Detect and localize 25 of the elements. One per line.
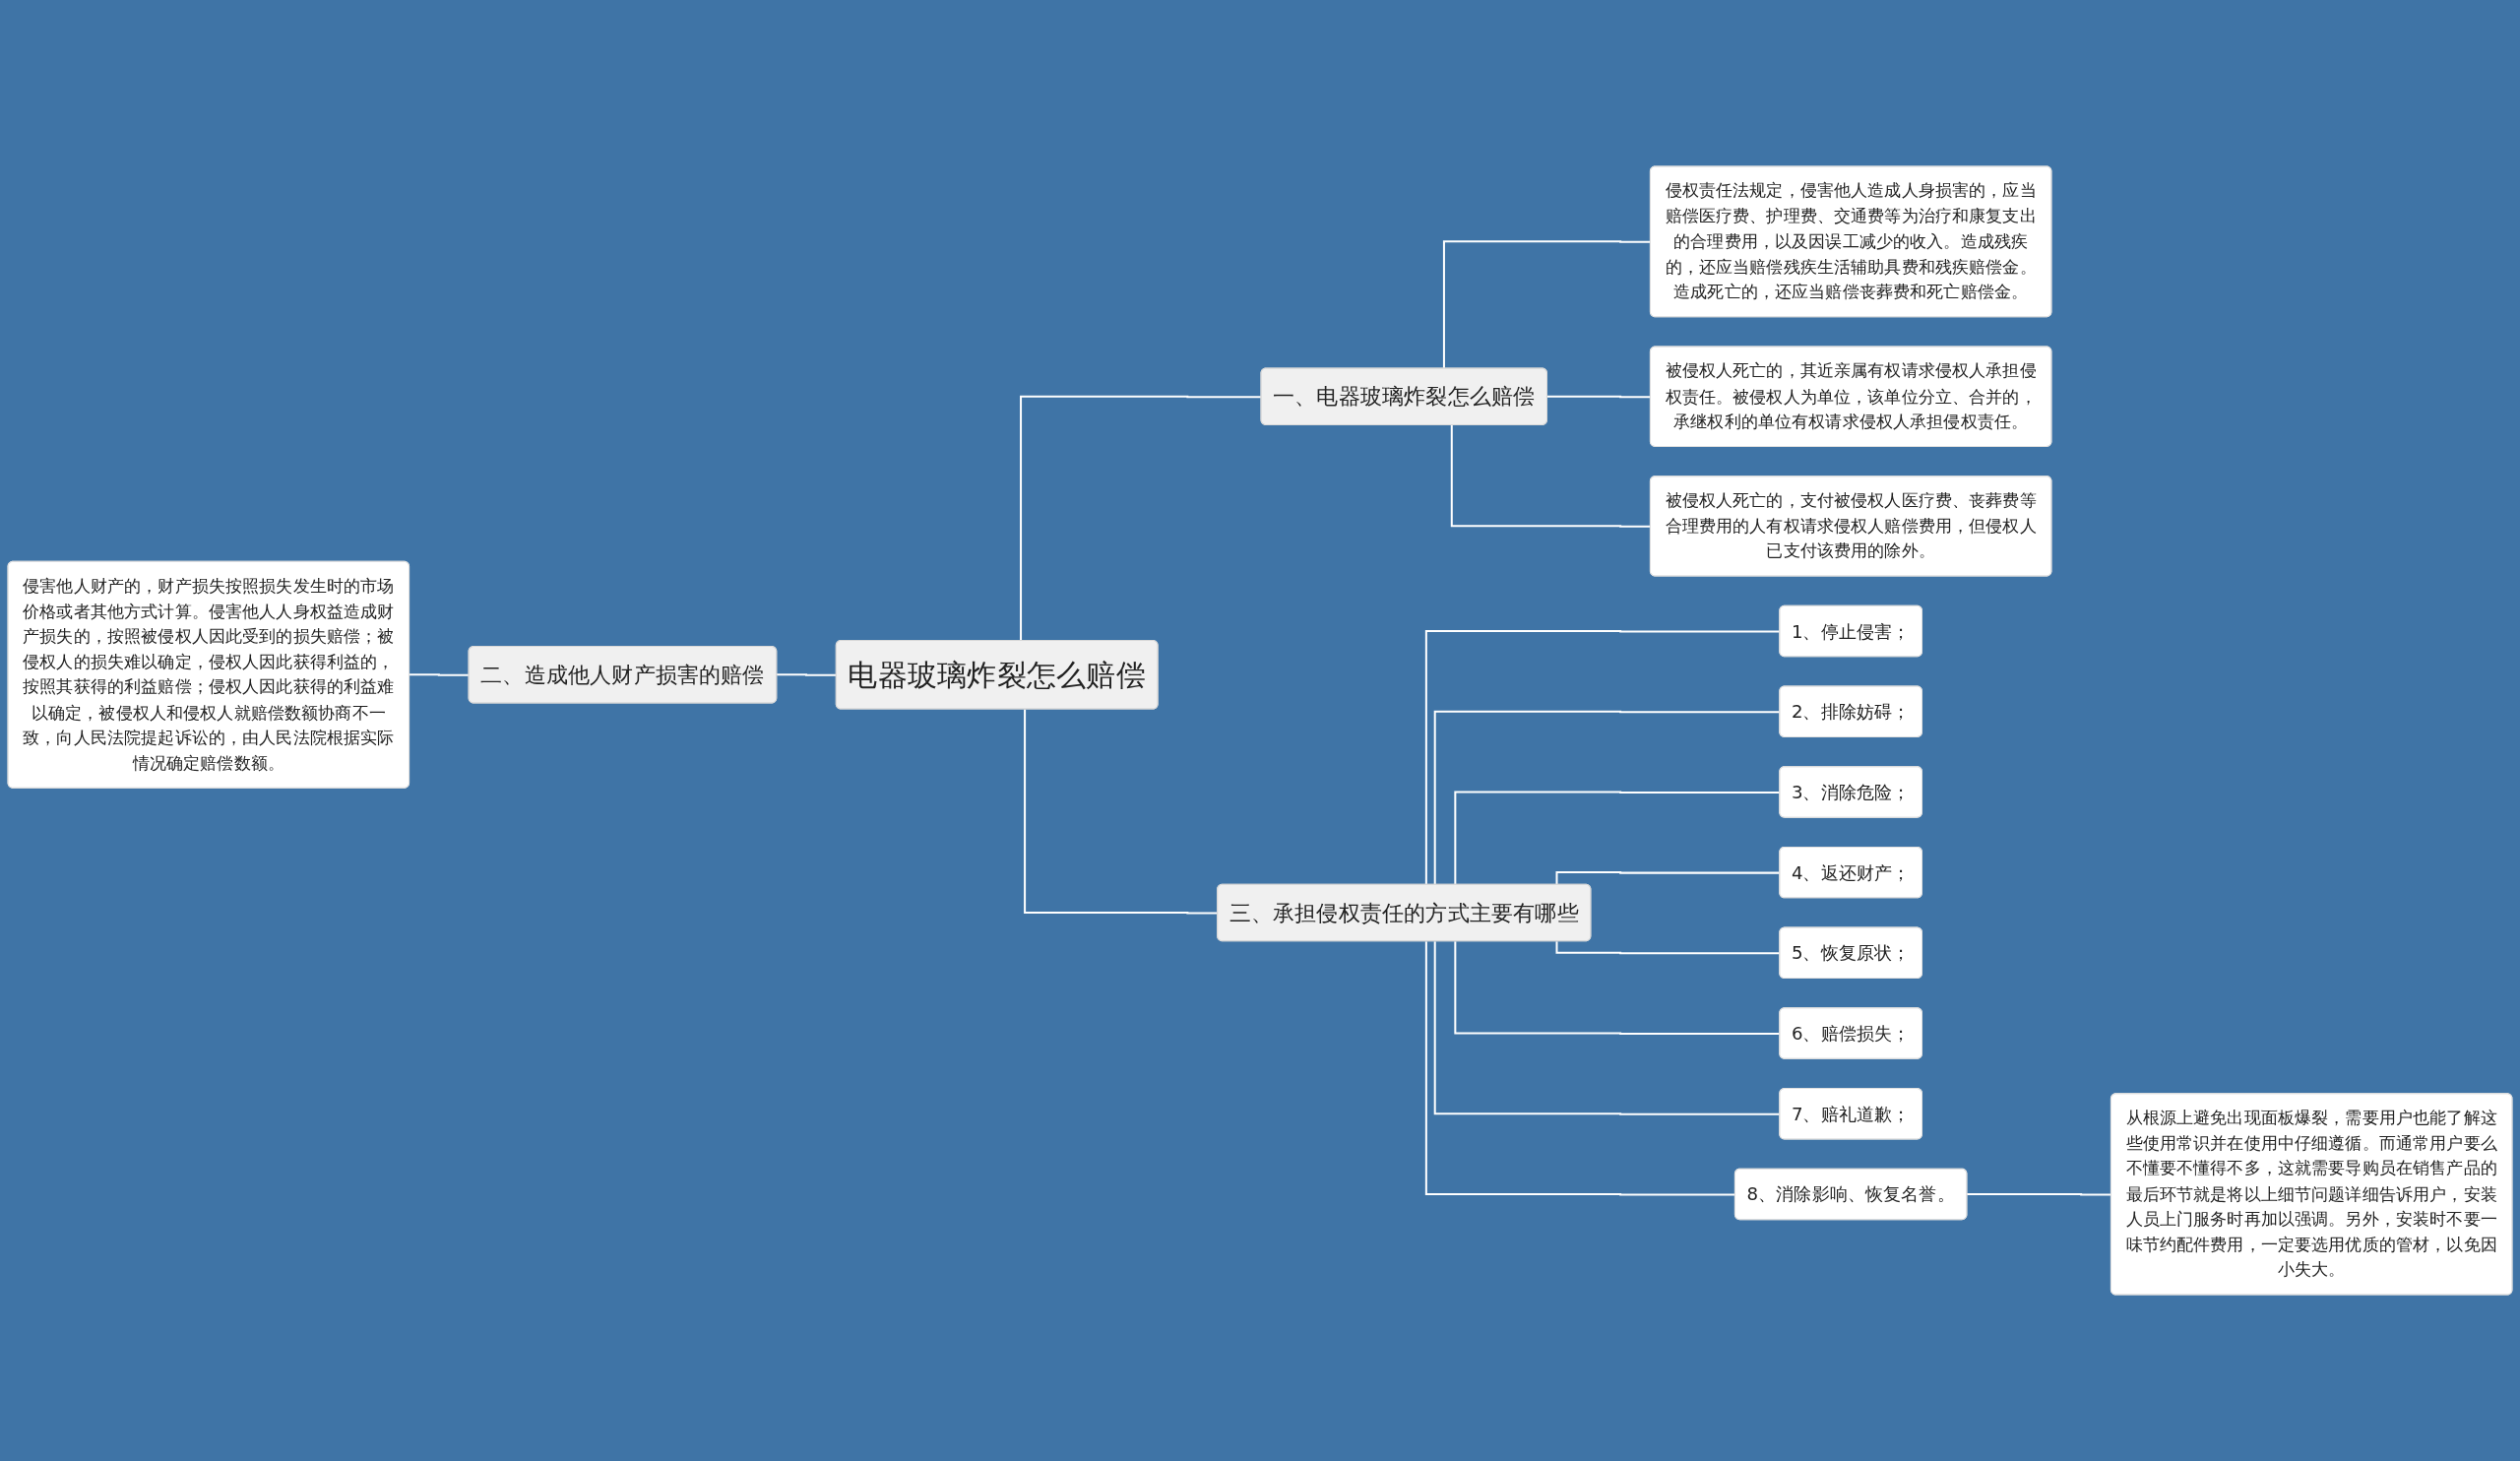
list-item-box: 3、消除危险； [1779,766,1922,818]
branch-topic-box: 一、电器玻璃炸裂怎么赔偿 [1260,367,1547,425]
connector [1966,1192,2111,1196]
list-item-box: 6、赔偿损失； [1779,1007,1922,1059]
connector [1020,395,1262,641]
connector [409,673,470,676]
connector [1424,941,1735,1196]
text-note-box: 从根源上避免出现面板爆裂，需要用户也能了解这些使用常识并在使用中仔细遵循。而通常用户要么不懂要不懂得不多，这就需要导购员在销售产品的最后环节就是将以上细节问题详细告诉用户，安装人员上门服务时再加以强调。另外，安装时不要一味节约配件费用，一定要选用优质的管材，以免因小失大。 [2110,1093,2513,1296]
list-item-box: 7、赔礼道歉； [1779,1088,1922,1140]
text-note-box: 被侵权人死亡的，其近亲属有权请求侵权人承担侵权责任。被侵权人为单位，该单位分立、合并的，承继权利的单位有权请求侵权人承担侵权责任。 [1649,346,2052,447]
connector [1546,395,1651,399]
branch-topic-box: 三、承担侵权责任的方式主要有哪些 [1217,883,1592,942]
connector [776,673,837,676]
text-note-box: 侵害他人财产的，财产损失按照损失发生时的市场价格或者其他方式计算。侵害他人人身权益造成财产损失的，按照被侵权人因此受到的损失赔偿；被侵权人的损失难以确定，侵权人因此获得利益的，按照其获得的利益赔偿；侵权人因此获得的利益难以确定，被侵权人和侵权人就赔偿数额协商不一致，向人民法院提起诉讼的，由人民法院根据实际情况确定赔偿数额。 [7,560,410,789]
text-note-box: 侵权责任法规定，侵害他人造成人身损害的，应当赔偿医疗费、护理费、交通费等为治疗和康复支出的合理费用，以及因误工减少的收入。造成残疾的，还应当赔偿残疾生活辅助具费和残疾赔偿金。造成死亡的，还应当赔偿丧葬费和死亡赔偿金。 [1649,165,2052,318]
connector [1450,424,1651,528]
list-item-box: 5、恢复原状； [1779,926,1922,980]
list-item-box: 4、返还财产； [1779,846,1922,899]
branch-topic-box: 二、造成他人财产损害的赔偿 [468,646,778,704]
text-note-box: 被侵权人死亡的，支付被侵权人医疗费、丧葬费等合理费用的人有权请求侵权人赔偿费用，但侵权人已支付该费用的除外。 [1649,476,2052,577]
list-item-box: 2、排除妨碍； [1779,685,1922,737]
list-item-box: 8、消除影响、恢复名誉。 [1733,1168,1968,1221]
central-topic-box: 电器玻璃炸裂怎么赔偿 [835,639,1159,710]
connector [1442,240,1651,369]
list-item-box: 1、停止侵害； [1779,604,1922,658]
